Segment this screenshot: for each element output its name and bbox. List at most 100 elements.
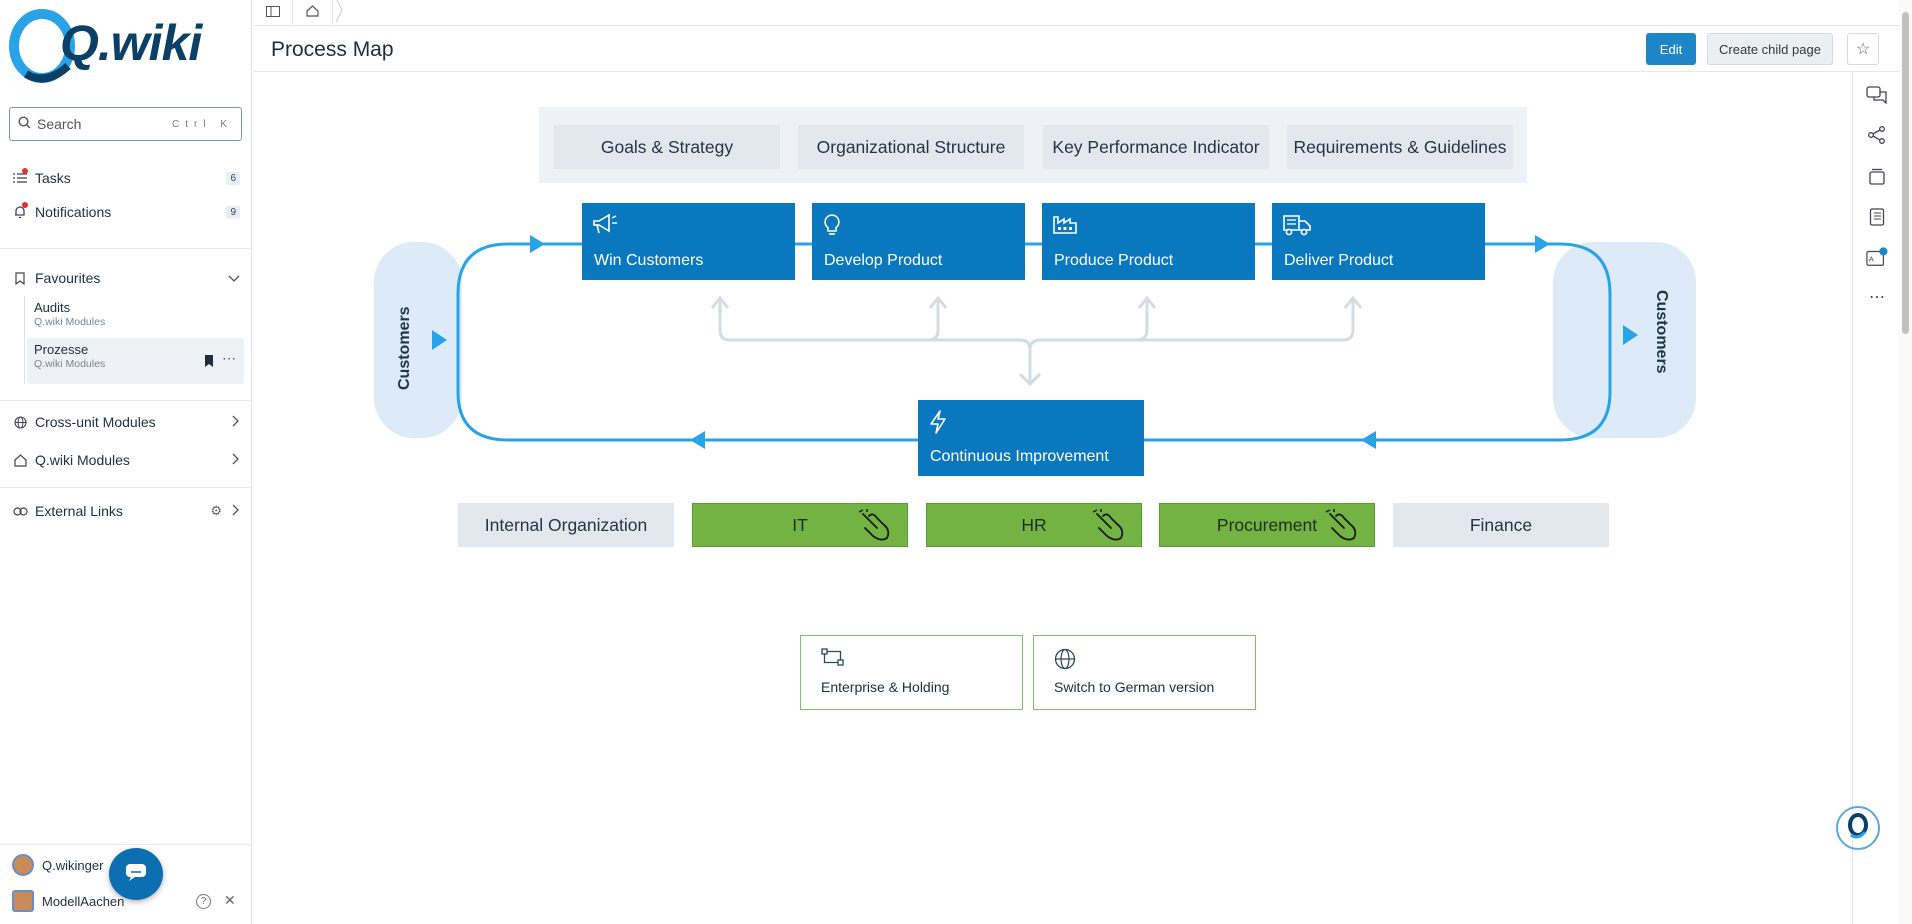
help-icon[interactable]: ?	[196, 894, 211, 909]
gear-icon[interactable]: ⚙	[210, 503, 222, 518]
comments-icon[interactable]	[1866, 84, 1888, 106]
chat-icon	[125, 863, 147, 886]
process-continuous-improvement[interactable]: Continuous Improvement	[918, 400, 1144, 476]
sidebar-item-cross-unit-modules[interactable]: Cross-unit Modules	[12, 409, 240, 435]
favourite-item-prozesse[interactable]: Prozesse Q.wiki Modules ⋯	[27, 338, 244, 384]
organizational-structure-box[interactable]: Organizational Structure	[798, 125, 1024, 169]
process-produce-product[interactable]: Produce Product	[1042, 203, 1255, 280]
cross-unit-label: Cross-unit Modules	[35, 414, 156, 430]
tile-label: Enterprise & Holding	[821, 679, 950, 695]
process-deliver-product[interactable]: Deliver Product	[1272, 203, 1485, 280]
process-label: Develop Product	[824, 252, 943, 269]
chat-button[interactable]	[109, 848, 163, 900]
more-icon[interactable]: ⋯	[1869, 289, 1885, 306]
truck-icon	[1282, 213, 1312, 242]
more-options-icon[interactable]: ⋯	[222, 350, 236, 366]
page-title: Process Map	[271, 38, 394, 61]
favourite-title: Prozesse	[34, 342, 89, 357]
favourites-tree-line	[24, 296, 25, 384]
user-modellaachen[interactable]: ModellAachen	[12, 890, 124, 912]
sidebar-item-qwiki-modules[interactable]: Q.wiki Modules	[12, 447, 240, 473]
chevron-right-icon[interactable]	[232, 503, 240, 519]
chevron-down-icon[interactable]	[228, 270, 240, 286]
user-qwikinger[interactable]: Q.wikinger	[12, 854, 103, 876]
tile-enterprise-holding[interactable]: Enterprise & Holding	[800, 635, 1023, 710]
home-icon	[12, 452, 28, 468]
support-internal-organization[interactable]: Internal Organization	[458, 503, 674, 547]
document-icon[interactable]	[1866, 206, 1888, 228]
process-label: Produce Product	[1054, 252, 1174, 269]
qwiki-assistant-icon	[1845, 812, 1871, 845]
qwiki-logo[interactable]: Q.wiki	[6, 4, 202, 84]
support-hr[interactable]: HR	[926, 503, 1142, 547]
bookmark-filled-icon[interactable]	[204, 354, 214, 372]
favourites-label: Favourites	[35, 270, 101, 286]
support-label: HR	[1021, 514, 1047, 535]
customers-right-label: Customers	[1653, 290, 1670, 374]
sidebar-toggle-icon	[265, 4, 280, 22]
avatar	[12, 854, 34, 876]
bell-icon	[12, 202, 28, 220]
sidebar: Q.wiki Search Ctrl K Tasks 6 Notificatio…	[0, 0, 252, 924]
scrollbar-thumb[interactable]	[1902, 12, 1909, 334]
support-it[interactable]: IT	[692, 503, 908, 547]
pointer-hand-icon	[1324, 508, 1362, 547]
sidebar-item-external-links[interactable]: External Links ⚙	[12, 498, 240, 524]
support-label: Finance	[1469, 514, 1533, 535]
create-child-page-button[interactable]: Create child page	[1707, 33, 1833, 65]
search-icon	[18, 116, 31, 132]
pointer-hand-icon	[1091, 508, 1129, 547]
globe-icon	[1054, 648, 1076, 673]
star-icon: ☆	[1855, 41, 1871, 58]
share-icon[interactable]	[1866, 124, 1888, 146]
favourites-header[interactable]: Favourites	[12, 265, 240, 291]
edit-button[interactable]: Edit	[1646, 33, 1696, 65]
favourite-title: Audits	[34, 300, 71, 315]
notifications-label: Notifications	[35, 204, 112, 220]
svg-text:A: A	[1869, 255, 1874, 264]
support-label: IT	[792, 514, 808, 535]
customers-left-label: Customers	[396, 306, 413, 390]
sidebar-toggle[interactable]	[253, 0, 293, 26]
process-label: Deliver Product	[1284, 252, 1394, 269]
org-chart-icon	[821, 648, 845, 669]
kpi-box[interactable]: Key Performance Indicator	[1043, 125, 1269, 169]
goals-strategy-box[interactable]: Goals & Strategy	[554, 125, 780, 169]
notifications-count: 9	[226, 205, 240, 219]
translate-icon[interactable]: A	[1866, 246, 1888, 268]
search-placeholder: Search	[37, 116, 82, 132]
breadcrumb-separator-icon	[335, 0, 343, 28]
page-scrollbar[interactable]	[1899, 0, 1912, 924]
process-develop-product[interactable]: Develop Product	[812, 203, 1025, 280]
avatar	[12, 890, 34, 912]
lightbulb-icon	[822, 213, 842, 242]
process-win-customers[interactable]: Win Customers	[582, 203, 795, 280]
tasks-label: Tasks	[35, 170, 71, 186]
support-finance[interactable]: Finance	[1393, 503, 1609, 547]
megaphone-icon	[592, 213, 618, 240]
lightning-icon	[928, 410, 948, 439]
notifications-alert-dot	[22, 202, 28, 208]
favourite-item-audits[interactable]: Audits Q.wiki Modules	[27, 296, 244, 342]
chevron-right-icon	[232, 414, 240, 430]
layers-icon[interactable]	[1866, 165, 1888, 187]
search-input[interactable]: Search Ctrl K	[9, 107, 242, 141]
sidebar-divider	[0, 400, 251, 401]
external-links-label: External Links	[35, 503, 123, 519]
home-icon	[306, 4, 319, 22]
star-button[interactable]: ☆	[1847, 33, 1879, 65]
support-procurement[interactable]: Procurement	[1159, 503, 1375, 547]
tile-switch-german[interactable]: Switch to German version	[1033, 635, 1256, 710]
breadcrumb-home[interactable]	[293, 0, 333, 26]
user-name: ModellAachen	[42, 893, 125, 909]
favourite-subtitle: Q.wiki Modules	[34, 316, 106, 328]
requirements-guidelines-box[interactable]: Requirements & Guidelines	[1287, 125, 1513, 169]
sidebar-item-notifications[interactable]: Notifications 9	[12, 199, 240, 225]
assistant-button[interactable]	[1836, 806, 1880, 850]
logo-text: Q.wiki	[60, 15, 202, 71]
tasks-icon	[12, 168, 28, 186]
tools-icon[interactable]: ✕	[224, 892, 236, 908]
search-shortcut: Ctrl K	[172, 118, 233, 130]
sidebar-item-tasks[interactable]: Tasks 6	[12, 165, 240, 191]
